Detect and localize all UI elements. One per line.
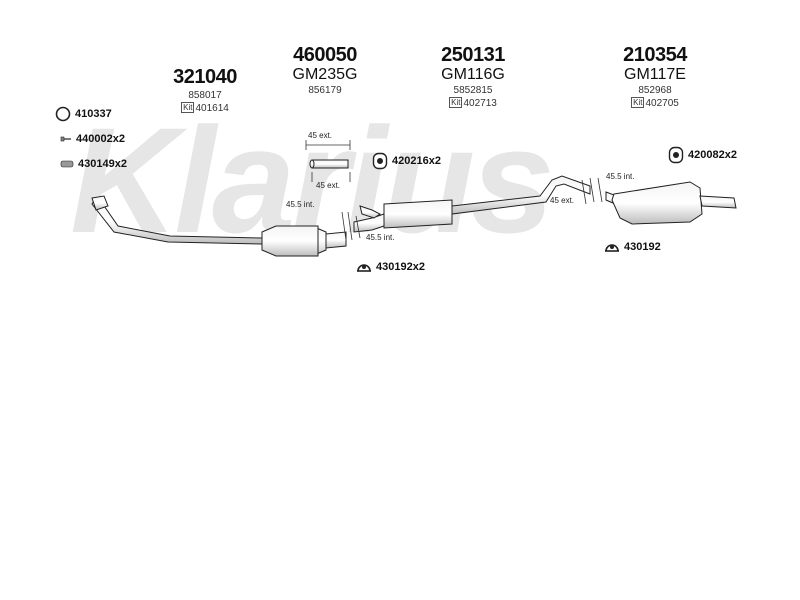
kit-badge: Kit [631,97,645,108]
centre-silencer [353,175,591,233]
accessory-label: 430192 [624,241,661,253]
bolt-icon [60,136,71,142]
dimension-label: 45 ext. [308,131,333,140]
ring-gasket-icon [55,106,71,122]
accessory-430192: 430192 [604,239,661,255]
front-pipe [91,195,263,245]
part-reference: 852968 [638,85,672,96]
part-460050: 460050 GM235G 856179 [270,44,380,96]
accessory-420082x2: 420082x2 [668,146,737,164]
dimension-label: 45 ext. [550,196,575,205]
dimension-label: 45 ext. [316,181,341,190]
part-number: 250131 [441,44,505,66]
accessory-label: 410337 [75,108,112,120]
part-reference: 856179 [308,85,342,96]
clamp-icon [357,264,371,272]
accessory-label: 420216x2 [392,155,441,167]
kit-number: 402705 [645,98,679,109]
rear-silencer [605,181,737,225]
catalytic-converter [261,225,347,257]
dimension-label: 45.5 int. [606,172,635,181]
accessory-label: 430149x2 [78,158,127,170]
dimension-label: 45.5 int. [366,233,395,242]
accessory-430149x2: 430149x2 [60,158,127,170]
part-code: GM116G [441,66,505,83]
kit-badge: Kit [449,97,463,108]
spring-icon [60,160,74,168]
part-code: GM235G [292,66,358,83]
accessory-label: 430192x2 [376,261,425,273]
part-reference: 858017 [188,90,222,101]
kit-number: 402713 [463,98,497,109]
accessory-label: 440002x2 [76,133,125,145]
part-code: GM117E [624,66,686,83]
part-number: 321040 [173,66,237,88]
rubber-hanger-icon [372,152,388,170]
accessory-440002x2: 440002x2 [60,133,125,145]
part-number: 460050 [293,44,357,66]
accessory-430192x2: 430192x2 [356,259,425,275]
dimension-markers [305,140,603,241]
dimension-label: 45.5 int. [286,200,315,209]
accessory-410337: 410337 [55,106,112,122]
part-reference: 5852815 [453,85,493,96]
part-number: 210354 [623,44,687,66]
kit-number: 401614 [195,103,229,114]
accessory-420216x2: 420216x2 [372,152,441,170]
accessory-label: 420082x2 [688,149,737,161]
kit-badge: Kit [181,102,195,113]
rubber-hanger-icon [668,146,684,164]
adapter-pipe [309,159,349,169]
clamp-icon [605,244,619,252]
